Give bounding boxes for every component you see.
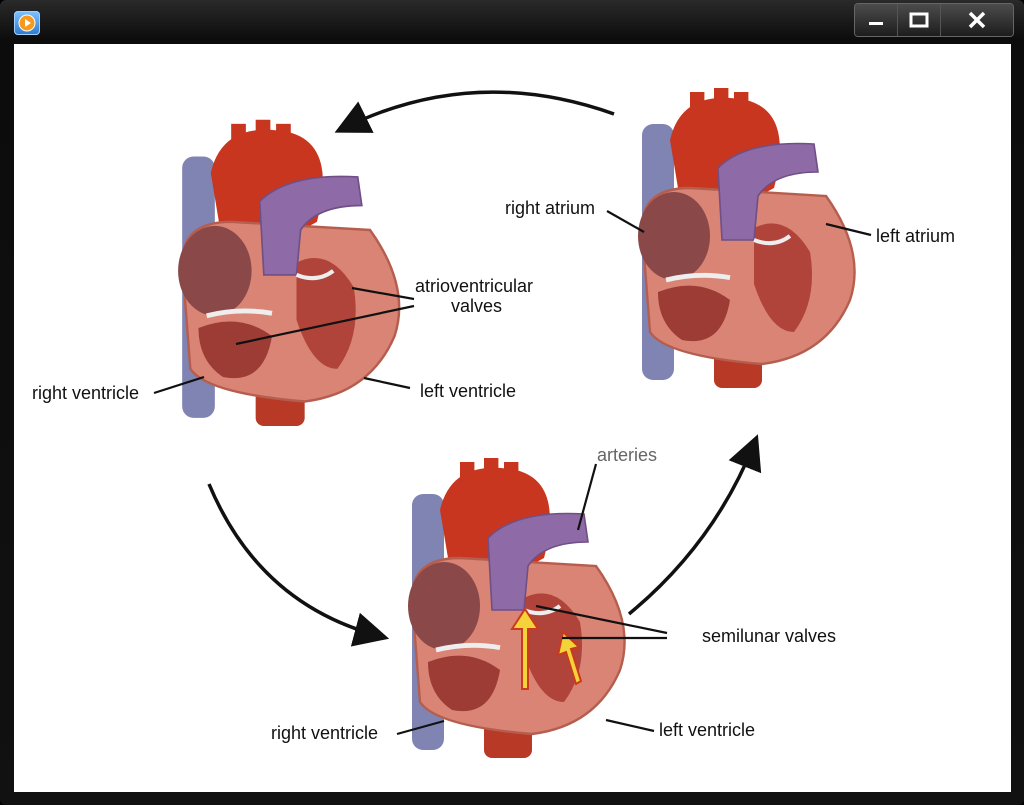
leader-arteries — [576, 463, 598, 531]
cardiac-cycle-diagram: right atrium left atrium atrioventricula… — [32, 44, 955, 792]
media-player-icon[interactable] — [14, 11, 40, 35]
maximize-button[interactable] — [898, 4, 942, 36]
minimize-icon — [869, 22, 884, 25]
label-right-ventricle-top: right ventricle — [32, 383, 139, 403]
label-left-atrium: left atrium — [876, 226, 955, 246]
leader-av-2 — [235, 304, 415, 346]
heart-right — [638, 88, 855, 388]
leader-left-atrium — [825, 222, 872, 237]
leader-rv-bottom — [396, 719, 445, 736]
leader-right-atrium — [606, 210, 645, 233]
label-left-ventricle-top: left ventricle — [420, 381, 516, 401]
close-button[interactable] — [941, 4, 1013, 36]
cycle-arrow-left — [207, 483, 390, 647]
diagram-canvas: right atrium left atrium atrioventricula… — [14, 44, 1011, 792]
leader-lv-top — [363, 376, 411, 390]
cycle-arrow-top — [334, 90, 615, 133]
label-right-atrium: right atrium — [505, 198, 595, 218]
maximize-icon — [909, 12, 929, 28]
close-icon — [968, 11, 986, 29]
label-right-ventricle-bottom: right ventricle — [271, 723, 378, 743]
window-controls — [854, 3, 1014, 37]
cycle-arrow-right — [627, 434, 762, 616]
heart-bottom — [408, 458, 625, 758]
leader-av-1 — [351, 286, 415, 301]
leader-rv-top — [153, 375, 205, 395]
label-left-ventricle-bottom: left ventricle — [659, 720, 755, 740]
title-bar — [0, 0, 1024, 44]
label-semilunar-valves: semilunar valves — [702, 626, 836, 646]
leader-semilunar-1 — [535, 604, 668, 635]
minimize-button[interactable] — [855, 4, 899, 36]
leader-lv-bottom — [605, 718, 655, 733]
heart-left — [178, 120, 399, 426]
label-av-line2: valves — [451, 296, 502, 316]
flow-arrow-1 — [510, 607, 540, 690]
flow-arrow-2 — [556, 630, 583, 686]
label-arteries: arteries — [597, 445, 657, 465]
label-av-line1: atrioventricular — [415, 276, 533, 296]
